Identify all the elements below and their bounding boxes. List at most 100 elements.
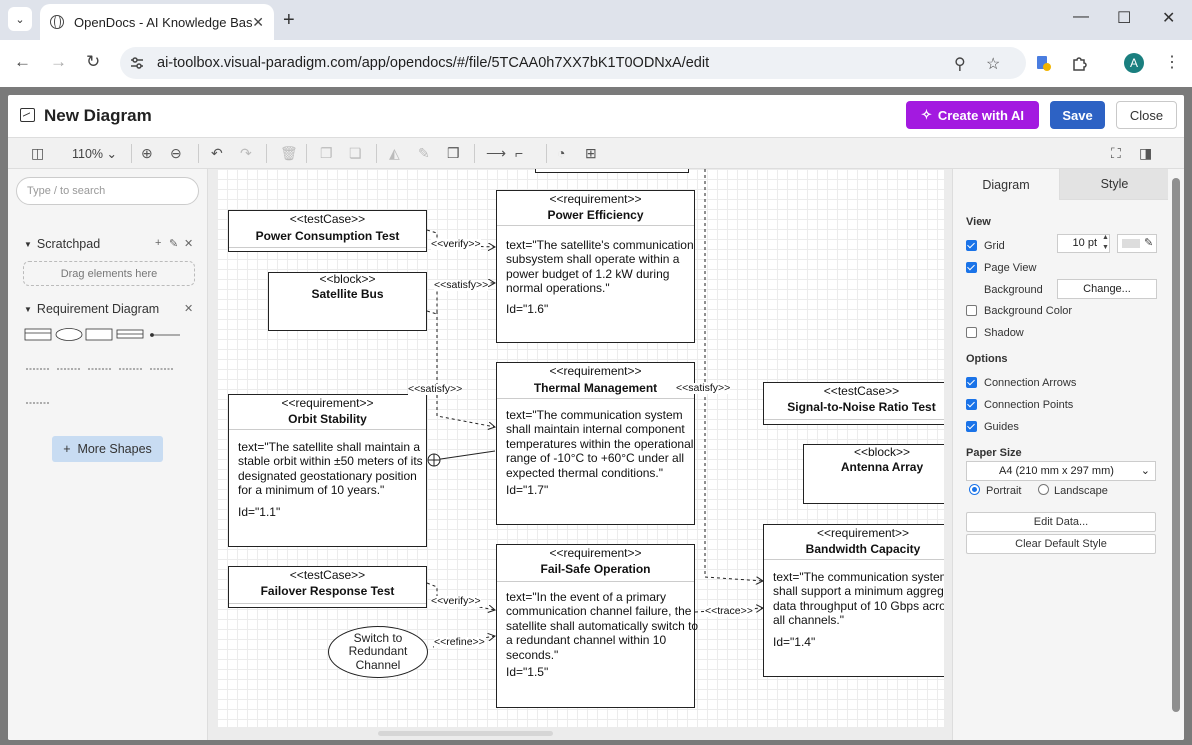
partial-node[interactable] [535, 169, 689, 173]
node-antenna-array[interactable]: <<block>> Antenna Array [803, 444, 944, 504]
landscape-radio[interactable] [1038, 484, 1049, 495]
forward-icon[interactable]: → [50, 52, 67, 71]
create-with-ai-button[interactable]: ✧ Create with AI [906, 101, 1039, 129]
node-bandwidth-capacity[interactable]: <<requirement>> Bandwidth Capacity text=… [763, 524, 944, 677]
shape-search-input[interactable]: Type / to search [16, 177, 199, 205]
connection-arrows-checkbox[interactable] [966, 377, 977, 388]
edge-label-verify[interactable]: <<verify>> [431, 238, 481, 250]
scratchpad-header[interactable]: ▼Scratchpad [24, 237, 100, 251]
zoom-level-dropdown[interactable]: 110% ⌄ [72, 147, 117, 161]
tab-diagram[interactable]: Diagram [953, 169, 1060, 200]
site-settings-icon[interactable] [129, 55, 145, 71]
redo-icon[interactable]: ↷ [240, 145, 252, 161]
undo-icon[interactable]: ↶ [211, 145, 223, 161]
node-thermal-management[interactable]: <<requirement>> Thermal Management text=… [496, 362, 695, 525]
node-power-consumption-test[interactable]: <<testCase>> Power Consumption Test [228, 210, 427, 252]
horizontal-scrollbar[interactable] [378, 731, 553, 736]
insert-table-icon[interactable]: ⊞ [585, 145, 597, 161]
zoom-magnifier-icon[interactable]: ⚲ [954, 56, 966, 73]
edge-label-satisfy[interactable]: <<satisfy>> [408, 383, 463, 395]
edge-label-satisfy[interactable]: <<satisfy>> [676, 382, 731, 394]
scratchpad-edit-icon[interactable]: ✎ [169, 238, 179, 250]
tab-close-icon[interactable]: ✕ [252, 13, 264, 30]
connection-points-label: Connection Points [984, 399, 1074, 411]
edge-label-trace[interactable]: <<trace>> [705, 605, 753, 617]
to-back-icon[interactable]: ❏ [349, 145, 362, 161]
browser-menu-icon[interactable]: ⋮ [1164, 54, 1180, 71]
toggle-format-panel-icon[interactable]: ◨ [1139, 145, 1153, 161]
shadow-icon[interactable]: ❒ [447, 145, 460, 161]
diagram-canvas[interactable]: <<testCase>> Power Consumption Test <<bl… [217, 169, 944, 727]
guides-checkbox[interactable] [966, 421, 977, 432]
extension-doc-icon[interactable] [1034, 54, 1052, 72]
to-front-icon[interactable]: ❐ [320, 145, 333, 161]
library-close-icon[interactable]: ✕ [184, 303, 194, 315]
more-shapes-button[interactable]: + More Shapes [52, 436, 163, 462]
toolbar-divider [546, 144, 547, 163]
tab-search-chevron-icon[interactable]: ⌄ [8, 7, 32, 31]
window-close-icon[interactable]: ✕ [1162, 10, 1176, 27]
shape-palette[interactable] [22, 324, 194, 410]
requirement-library-header[interactable]: ▼Requirement Diagram [24, 302, 159, 316]
page-view-checkbox[interactable] [966, 262, 977, 273]
scratchpad-drop-area[interactable]: Drag elements here [23, 261, 195, 286]
node-failover-test[interactable]: <<testCase>> Failover Response Test [228, 566, 427, 608]
url-field[interactable]: ai-toolbox.visual-paradigm.com/app/opend… [120, 47, 1026, 79]
background-color-checkbox[interactable] [966, 305, 977, 316]
save-button[interactable]: Save [1050, 101, 1105, 129]
grid-size-input[interactable]: 10 pt [1057, 234, 1110, 253]
portrait-radio[interactable] [969, 484, 980, 495]
clear-default-style-button[interactable]: Clear Default Style [966, 534, 1156, 554]
connector-waypoint-icon[interactable]: ⌐ [515, 145, 524, 161]
connection-points-checkbox[interactable] [966, 399, 977, 410]
edge-label-refine[interactable]: <<refine>> [434, 636, 485, 648]
chevron-down-icon: ⌄ [1140, 465, 1150, 477]
insert-shape-icon[interactable]: ◔ [557, 145, 566, 161]
browser-tab[interactable]: OpenDocs - AI Knowledge Base ✕ [40, 4, 274, 40]
toggle-sidebar-icon[interactable]: ◫ [31, 145, 45, 161]
node-satellite-bus[interactable]: <<block>> Satellite Bus [268, 272, 427, 331]
image-icon [20, 108, 35, 122]
node-stereotype: <<block>> [853, 445, 911, 459]
scratchpad-add-icon[interactable]: + [155, 237, 162, 249]
node-fail-safe-operation[interactable]: <<requirement>> Fail-Safe Operation text… [496, 544, 698, 708]
shadow-checkbox[interactable] [966, 327, 977, 338]
maximize-icon[interactable]: ☐ [1117, 10, 1132, 27]
fill-color-icon[interactable]: ◭ [389, 145, 400, 161]
node-snr-test[interactable]: <<testCase>> Signal-to-Noise Ratio Test [763, 382, 944, 425]
node-orbit-stability[interactable]: <<requirement>> Orbit Stability text="Th… [228, 394, 427, 547]
connector-straight-icon[interactable]: ⟶ [486, 145, 507, 161]
node-name: Power Efficiency [547, 208, 644, 222]
scratchpad-close-icon[interactable]: ✕ [184, 238, 194, 250]
back-icon[interactable]: ← [14, 52, 31, 71]
toolbar-divider [131, 144, 132, 163]
zoom-in-icon[interactable]: ⊕ [141, 145, 153, 161]
change-background-button[interactable]: Change... [1057, 279, 1157, 299]
extensions-puzzle-icon[interactable] [1071, 54, 1089, 72]
scratchpad-title: Scratchpad [36, 237, 101, 251]
bookmark-star-icon[interactable]: ☆ [986, 56, 1001, 73]
minimize-icon[interactable]: — [1073, 8, 1089, 25]
delete-icon[interactable]: 🗑 [280, 145, 298, 161]
reload-icon[interactable]: ↻ [86, 52, 101, 71]
fullscreen-icon[interactable]: ⛶ [1111, 145, 1121, 161]
panel-splitter[interactable] [944, 169, 952, 740]
profile-avatar[interactable]: A [1124, 53, 1144, 73]
grid-checkbox[interactable] [966, 240, 977, 251]
node-switch-to-redundant-channel[interactable]: Switch to Redundant Channel [328, 626, 428, 678]
node-power-efficiency[interactable]: <<requirement>> Power Efficiency text="T… [496, 190, 695, 343]
close-button[interactable]: Close [1116, 101, 1177, 129]
grid-size-stepper-icon[interactable]: ▲▼ [1102, 234, 1109, 251]
new-tab-icon[interactable]: + [283, 9, 295, 31]
node-stereotype: <<testCase>> [289, 212, 366, 226]
edge-label-verify[interactable]: <<verify>> [431, 595, 481, 607]
zoom-out-icon[interactable]: ⊖ [170, 145, 182, 161]
vertical-scrollbar[interactable] [1172, 178, 1180, 712]
line-color-icon[interactable]: ✎ [418, 145, 430, 161]
paper-size-select[interactable]: A4 (210 mm x 297 mm) ⌄ [966, 461, 1156, 481]
node-divider [497, 581, 694, 582]
tab-style[interactable]: Style [1060, 169, 1169, 200]
edge-label-satisfy[interactable]: <<satisfy>> [434, 279, 489, 291]
edit-data-button[interactable]: Edit Data... [966, 512, 1156, 532]
grid-color-button[interactable]: ✎ [1117, 234, 1157, 253]
